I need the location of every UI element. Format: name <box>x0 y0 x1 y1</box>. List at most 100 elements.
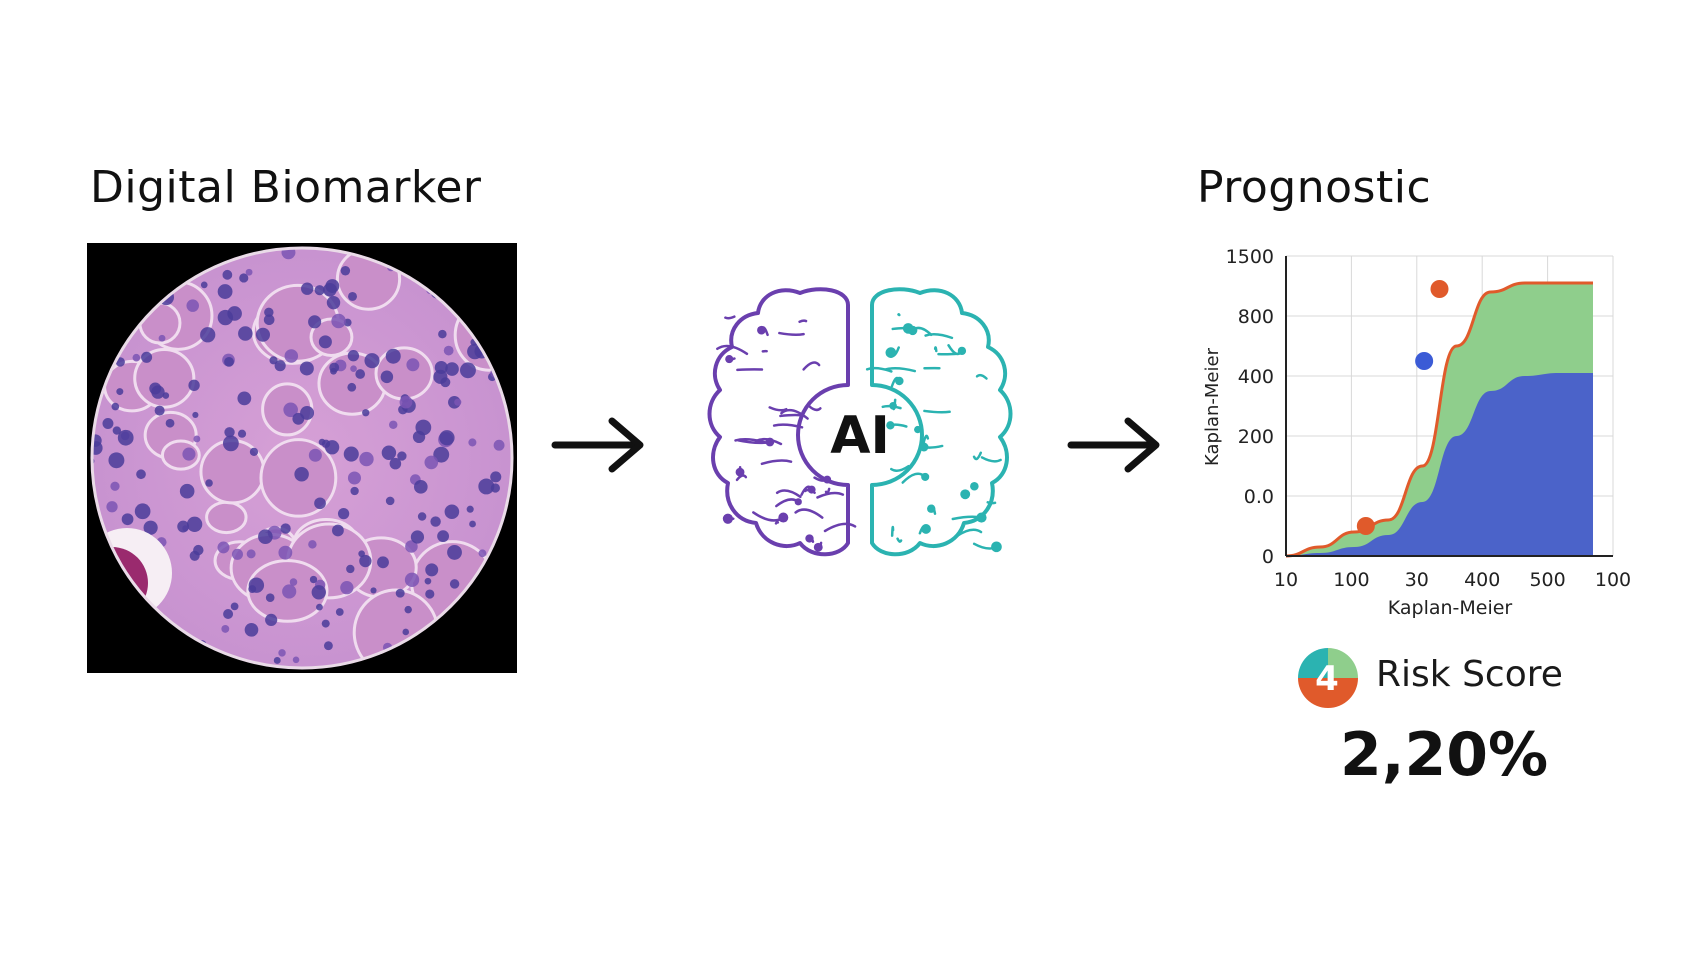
brain-node <box>735 467 745 477</box>
brain-node <box>794 498 802 506</box>
cell-nucleus <box>399 395 413 409</box>
cell-nucleus <box>321 619 330 628</box>
cell-nucleus <box>217 541 230 554</box>
cell-nucleus <box>284 349 299 363</box>
cell-nucleus <box>469 520 476 528</box>
cell-nucleus <box>443 345 454 356</box>
cell-nucleus <box>346 564 355 574</box>
risk-pie-icon: 4 <box>1298 648 1358 708</box>
cell-nucleus <box>136 469 146 480</box>
brain-vein <box>933 346 938 353</box>
ai-label: AI <box>830 406 890 466</box>
brain-vein <box>807 404 822 412</box>
cell-nucleus <box>323 282 337 297</box>
brain-vein <box>768 406 788 412</box>
cell-nucleus <box>318 335 332 349</box>
cell-nucleus <box>347 382 357 392</box>
cell-nucleus <box>117 429 134 446</box>
cell-nucleus <box>433 446 450 463</box>
brain-node <box>722 513 733 524</box>
cell-nucleus <box>151 385 165 399</box>
brain-node <box>886 421 895 430</box>
x-axis-label: Kaplan-Meier <box>1388 597 1513 619</box>
cell-nucleus <box>318 438 326 446</box>
brain-right-hemisphere <box>870 287 1013 557</box>
cell-nucleus <box>314 285 325 296</box>
brain-vein <box>922 434 930 445</box>
risk-score-row: 4 Risk Score <box>1296 646 1596 712</box>
cell-nucleus <box>245 268 253 276</box>
brain-node <box>885 347 897 358</box>
cell-nucleus <box>265 613 278 627</box>
cell-nucleus <box>444 504 460 520</box>
cell-nucleus <box>182 447 196 461</box>
cell-nucleus <box>116 388 124 396</box>
cell-nucleus <box>132 353 141 362</box>
cell-nucleus <box>111 402 120 411</box>
cell-nucleus <box>437 530 450 543</box>
digital-biomarker-title: Digital Biomarker <box>90 162 482 213</box>
cell-nucleus <box>433 369 448 384</box>
cell-nucleus <box>385 348 401 364</box>
brain-node <box>921 524 931 534</box>
cell-nucleus <box>222 435 239 452</box>
brain-vein <box>896 537 903 543</box>
cell-nucleus <box>177 520 190 533</box>
cell-nucleus <box>230 602 239 611</box>
risk-score-label: Risk Score <box>1376 654 1563 695</box>
cell-nucleus <box>410 530 425 544</box>
cell-nucleus <box>205 479 213 487</box>
cell-nucleus <box>311 585 326 600</box>
cell-nucleus <box>200 327 216 343</box>
cell-nucleus <box>179 483 195 499</box>
cell-nucleus <box>478 549 487 558</box>
cell-nucleus <box>466 505 474 513</box>
cell-nucleus <box>292 656 300 664</box>
brain-node <box>957 346 967 356</box>
brain-vein <box>897 313 901 317</box>
cell-nucleus <box>102 418 114 429</box>
cell-nucleus <box>331 313 346 329</box>
cell-nucleus <box>231 548 243 560</box>
cell-nucleus <box>274 360 286 372</box>
cell-nucleus <box>301 282 314 295</box>
cell-nucleus <box>424 577 432 585</box>
cell-nucleus <box>405 540 418 553</box>
cell-nucleus <box>326 295 341 310</box>
blue-area <box>1286 373 1593 556</box>
cell-nucleus <box>395 588 405 598</box>
brain-vein <box>794 508 824 519</box>
cell-nucleus <box>258 529 273 545</box>
cell-nucleus <box>468 438 477 447</box>
cell-nucleus <box>193 544 204 556</box>
prognostic-title: Prognostic <box>1197 162 1432 213</box>
cell-nucleus <box>362 409 370 417</box>
cell-nucleus <box>478 478 495 495</box>
cell-nucleus <box>188 379 200 391</box>
brain-vein <box>798 319 808 324</box>
cell-nucleus <box>340 266 351 276</box>
cell-nucleus <box>347 471 361 485</box>
cell-nucleus <box>239 273 249 283</box>
brain-vein <box>975 373 988 380</box>
brain-vein <box>716 344 749 356</box>
cell-nucleus <box>332 524 344 537</box>
cell-nucleus <box>424 455 439 470</box>
brain-vein <box>923 409 951 414</box>
brain-node <box>919 442 929 452</box>
brain-vein <box>972 451 983 461</box>
cell-nucleus <box>223 608 234 619</box>
cell-nucleus <box>237 391 252 406</box>
brain-node <box>895 376 904 386</box>
cell-nucleus <box>282 584 297 599</box>
cell-nucleus <box>154 405 165 416</box>
cell-nucleus <box>112 426 122 435</box>
cell-nucleus <box>417 512 427 521</box>
brain-vein <box>774 520 780 525</box>
data-point <box>1430 280 1449 298</box>
cell-nucleus <box>460 362 476 379</box>
cell-nucleus <box>343 446 359 462</box>
x-tick-label: 400 <box>1464 569 1500 591</box>
cell-nucleus <box>413 480 428 494</box>
